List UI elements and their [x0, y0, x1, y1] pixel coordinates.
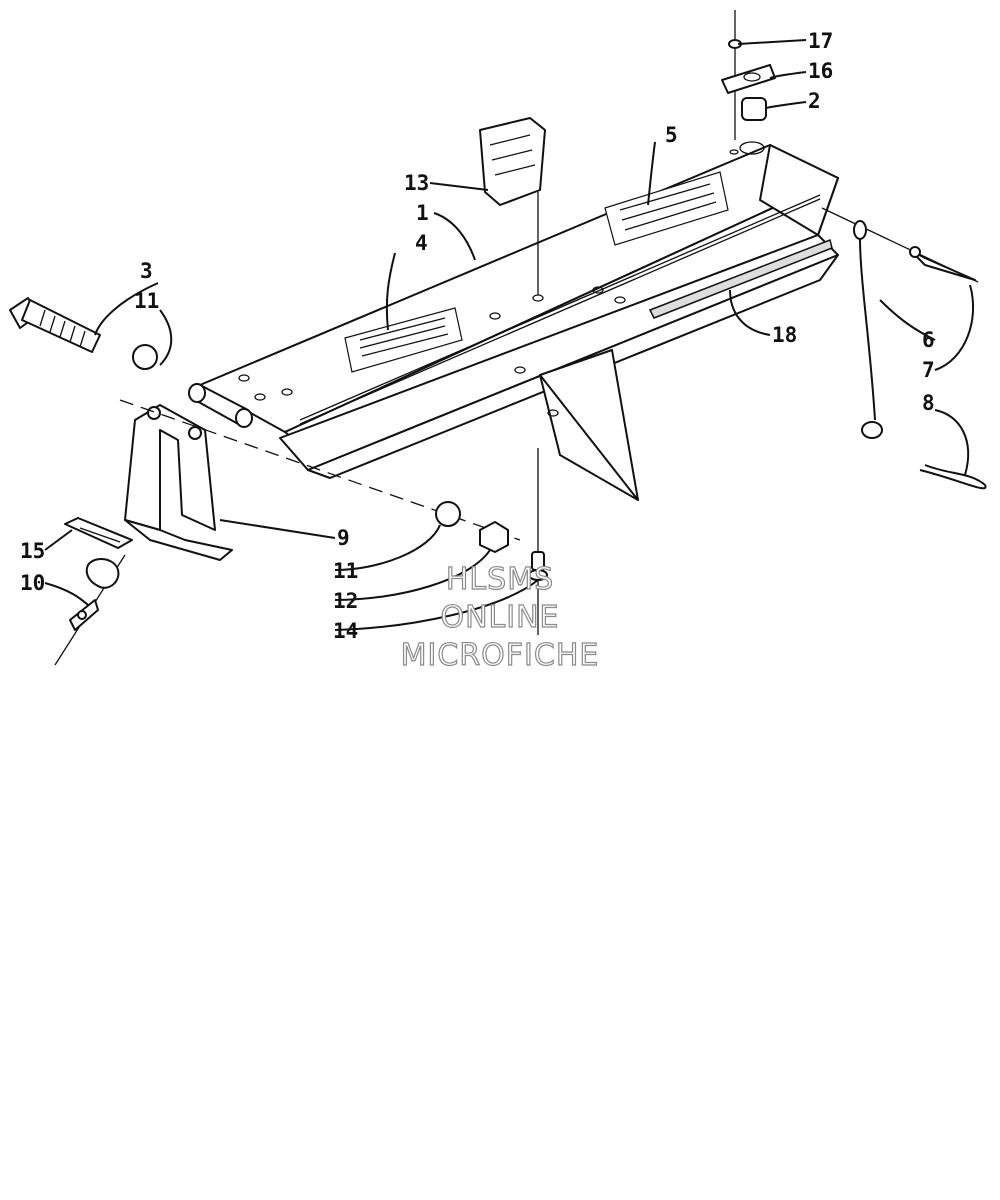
- callout-10: 10: [20, 571, 45, 595]
- watermark-line-1: HLSMS: [446, 562, 554, 597]
- callout-3: 3: [140, 259, 153, 283]
- spacer-11-right: [435, 501, 461, 527]
- leader-lines: [44, 39, 975, 631]
- callout-7: 7: [922, 358, 935, 382]
- plate-15: [64, 517, 133, 549]
- rivet-14: [528, 448, 548, 635]
- callout-16: 16: [808, 59, 833, 83]
- nut-12: [479, 521, 509, 553]
- clip-13: [479, 117, 546, 295]
- watermark: HLSMS ONLINE MICROFICHE: [400, 561, 600, 673]
- bolt-3: [9, 297, 101, 353]
- callout-labels: 17 16 2 5 13 1 4 3 11 18 6 7 8 9 15 11 1…: [20, 29, 935, 643]
- right-hardware: [821, 207, 987, 490]
- label-strip-18: [648, 238, 833, 319]
- top-hardware: [721, 10, 776, 155]
- callout-14: 14: [333, 619, 358, 643]
- rivet-10: [54, 554, 126, 666]
- callout-9: 9: [337, 526, 350, 550]
- callout-11-upper: 11: [134, 289, 159, 313]
- callout-18: 18: [772, 323, 797, 347]
- callout-12: 12: [333, 589, 358, 613]
- spacer-11-left: [132, 344, 158, 370]
- callout-11-lower: 11: [333, 559, 358, 583]
- callout-1: 1: [416, 201, 429, 225]
- callout-4: 4: [415, 231, 428, 255]
- callout-17: 17: [808, 29, 833, 53]
- watermark-line-2: ONLINE: [440, 600, 559, 635]
- callout-15: 15: [20, 539, 45, 563]
- watermark-line-3: MICROFICHE: [401, 638, 600, 673]
- left-bracket: [119, 399, 521, 561]
- callout-13: 13: [404, 171, 429, 195]
- callout-6: 6: [922, 328, 935, 352]
- decal-5: [604, 171, 729, 246]
- bumper-tube-end: [188, 383, 253, 428]
- callout-2: 2: [808, 89, 821, 113]
- callout-8: 8: [922, 391, 935, 415]
- callout-5: 5: [665, 123, 678, 147]
- decal-4: [344, 307, 463, 373]
